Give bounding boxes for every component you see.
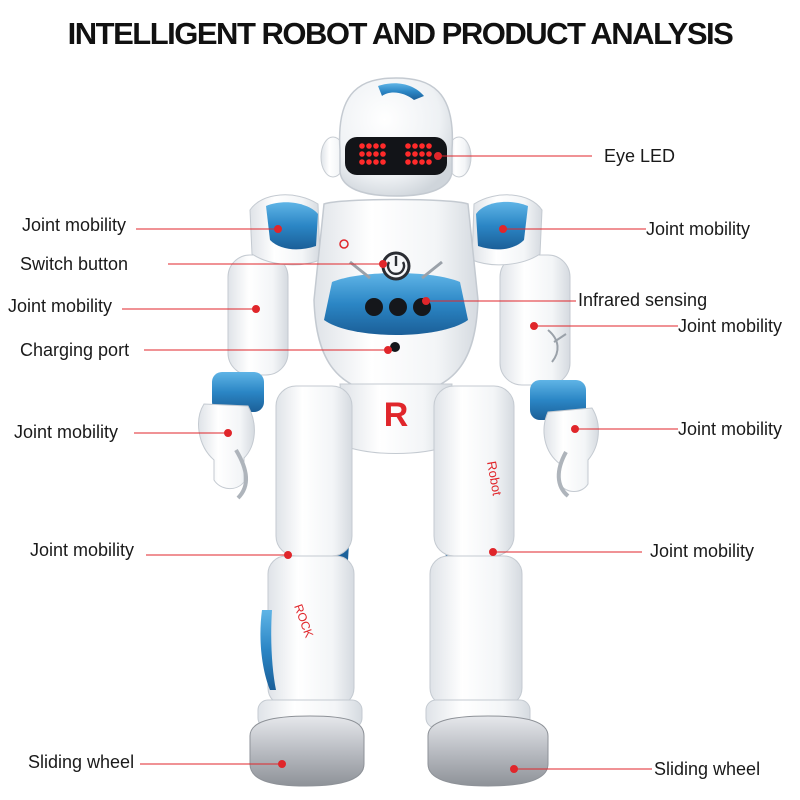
- infrared-sensor-2: [389, 298, 407, 316]
- callout-dot-infrared-sensing: [422, 297, 430, 305]
- callouts: [122, 152, 678, 773]
- label-wheel-left: Sliding wheel: [28, 752, 135, 772]
- callout-dot-switch-button: [379, 260, 387, 268]
- left-shin-blue: [260, 610, 276, 690]
- callout-dot-joint-wrist-left: [224, 429, 232, 437]
- label-joint-knee-right: Joint mobility: [650, 541, 755, 561]
- charging-port: [390, 342, 400, 352]
- right-upper-arm: [499, 254, 571, 386]
- head-blue-stripe: [378, 83, 424, 100]
- chest-letter: R: [384, 396, 409, 434]
- label-joint-wrist-right: Joint mobility: [678, 419, 783, 439]
- power-icon: [386, 256, 406, 275]
- left-upper-arm: [227, 254, 289, 376]
- label-infrared-sensing: Infrared sensing: [578, 290, 708, 310]
- label-joint-elbow-right: Joint mobility: [678, 316, 783, 336]
- callout-dot-joint-shoulder-right: [499, 225, 507, 233]
- left-leg: ROCK: [249, 385, 365, 787]
- left-wrist-band: [212, 372, 264, 412]
- infrared-sensor-1: [365, 298, 383, 316]
- callout-dot-wheel-left: [278, 760, 286, 768]
- callout-dot-wheel-right: [510, 765, 518, 773]
- label-eye-led: Eye LED: [604, 146, 676, 166]
- callout-dot-joint-knee-left: [284, 551, 292, 559]
- right-shin: [429, 555, 523, 707]
- right-wheel: [427, 715, 549, 787]
- chest-grooves: [349, 260, 443, 280]
- label-switch-button: Switch button: [20, 254, 129, 274]
- callout-dot-joint-shoulder-left: [274, 225, 282, 233]
- callout-dot-joint-elbow-left: [252, 305, 260, 313]
- label-joint-shoulder-right: Joint mobility: [646, 219, 751, 239]
- callout-dot-eye-led: [434, 152, 442, 160]
- callout-dot-joint-wrist-right: [571, 425, 579, 433]
- robot-torso: [313, 198, 479, 397]
- right-leg: Robot: [425, 385, 549, 787]
- eye-led-left: [359, 143, 386, 165]
- left-wheel: [249, 715, 365, 787]
- right-thigh: [433, 385, 515, 557]
- left-shoulder-blue: [266, 202, 318, 250]
- right-hand: [543, 407, 599, 492]
- label-wheel-right: Sliding wheel: [654, 759, 761, 779]
- right-finger: [556, 451, 570, 498]
- thigh-text: Robot: [484, 460, 505, 497]
- label-joint-wrist-left: Joint mobility: [14, 422, 119, 442]
- eye-led-right: [405, 143, 432, 165]
- robot-head: [320, 77, 472, 197]
- scorpion-decal: [547, 329, 567, 363]
- label-joint-shoulder-left: Joint mobility: [22, 215, 127, 235]
- label-charging-port: Charging port: [20, 340, 130, 360]
- callout-dot-charging-port: [384, 346, 392, 354]
- label-joint-knee-left: Joint mobility: [30, 540, 135, 560]
- label-joint-elbow-left: Joint mobility: [8, 296, 113, 316]
- callout-dot-joint-elbow-right: [530, 322, 538, 330]
- callout-dot-joint-knee-right: [489, 548, 497, 556]
- right-arm: [499, 254, 599, 498]
- left-thigh: [275, 385, 353, 557]
- left-arm: [198, 254, 289, 500]
- left-finger: [234, 448, 248, 500]
- left-hand: [198, 403, 255, 489]
- page-title: INTELLIGENT ROBOT AND PRODUCT ANALYSIS: [67, 16, 734, 51]
- chest-decal: [339, 239, 349, 249]
